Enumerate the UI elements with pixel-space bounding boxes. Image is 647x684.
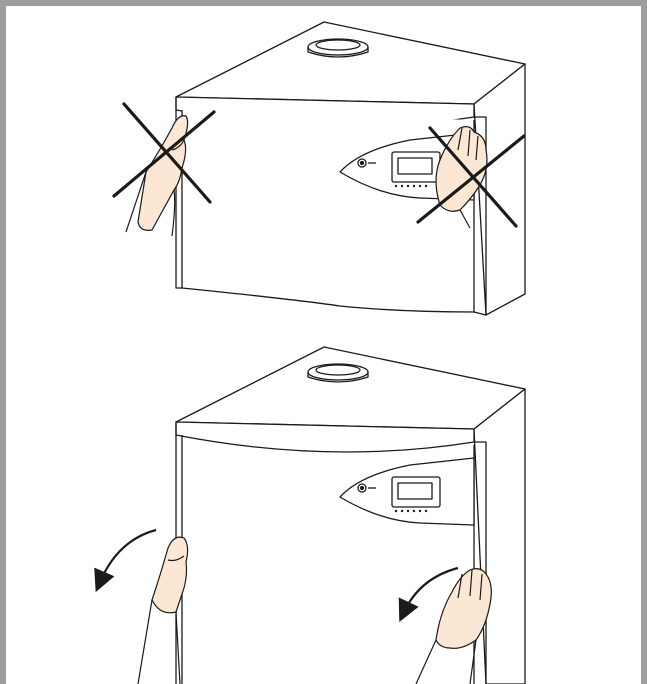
hand-right-icon (416, 569, 491, 684)
panel-correct (100, 347, 525, 684)
hand-left-icon (126, 116, 188, 236)
rotate-arrow-icon (100, 530, 156, 582)
hand-left-icon (138, 537, 188, 684)
panel-incorrect (114, 22, 525, 315)
